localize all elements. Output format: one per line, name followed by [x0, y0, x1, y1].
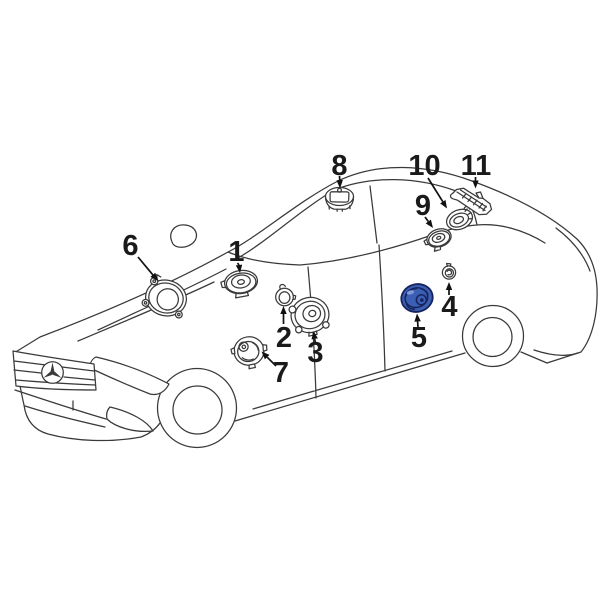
part-8-speaker-glyph[interactable] — [324, 186, 355, 212]
part-1-arrow — [235, 262, 243, 273]
rear-wheel-rim — [472, 316, 513, 358]
part-4-grommet-glyph[interactable] — [441, 262, 457, 280]
part-6-arrow — [137, 256, 158, 281]
side-mirror — [170, 224, 198, 248]
car-body-silhouette — [13, 166, 598, 442]
part-2-arrow — [280, 306, 287, 324]
part-11-label[interactable]: 11 — [461, 150, 492, 182]
part-2-label[interactable]: 2 — [276, 322, 292, 354]
part-4-label[interactable]: 4 — [441, 291, 457, 323]
part-11-arrow — [472, 177, 479, 189]
part-9-arrow — [424, 216, 433, 228]
front-grille — [12, 350, 97, 391]
part-7-label[interactable]: 7 — [273, 357, 289, 389]
part-6-speaker-glyph[interactable] — [140, 273, 190, 320]
part-9-label[interactable]: 9 — [415, 190, 431, 222]
part-11-bracket-glyph[interactable] — [449, 187, 493, 216]
front-wheel — [156, 367, 238, 449]
part-5-label[interactable]: 5 — [411, 322, 427, 354]
part-4-arrow — [445, 282, 453, 295]
part-5-arrow — [414, 313, 421, 328]
part-3-label[interactable]: 3 — [307, 337, 323, 369]
part-2-speaker-glyph[interactable] — [275, 283, 297, 307]
part-1-speaker-glyph[interactable] — [220, 268, 260, 299]
part-1-label[interactable]: 1 — [228, 236, 244, 268]
part-10-arrow — [427, 177, 447, 209]
front-wheel-rim — [172, 385, 223, 435]
front-intake — [106, 406, 154, 433]
part-10-speaker-glyph[interactable] — [443, 205, 475, 234]
car-outline — [12, 166, 598, 449]
part-3-arrow — [311, 331, 318, 345]
part-5-speaker-glyph-highlighted[interactable] — [398, 281, 435, 315]
part-9-speaker-glyph[interactable] — [422, 226, 454, 254]
part-6-label[interactable]: 6 — [122, 230, 138, 262]
part-3-speaker-glyph[interactable] — [287, 294, 332, 339]
part-10-label[interactable]: 10 — [408, 150, 440, 182]
part-8-label[interactable]: 8 — [331, 150, 347, 182]
rear-wheel — [461, 304, 525, 368]
part-7-arrow — [261, 351, 277, 367]
part-8-arrow — [336, 175, 343, 189]
headlight — [89, 356, 170, 396]
part-7-speaker-glyph[interactable] — [230, 334, 270, 370]
